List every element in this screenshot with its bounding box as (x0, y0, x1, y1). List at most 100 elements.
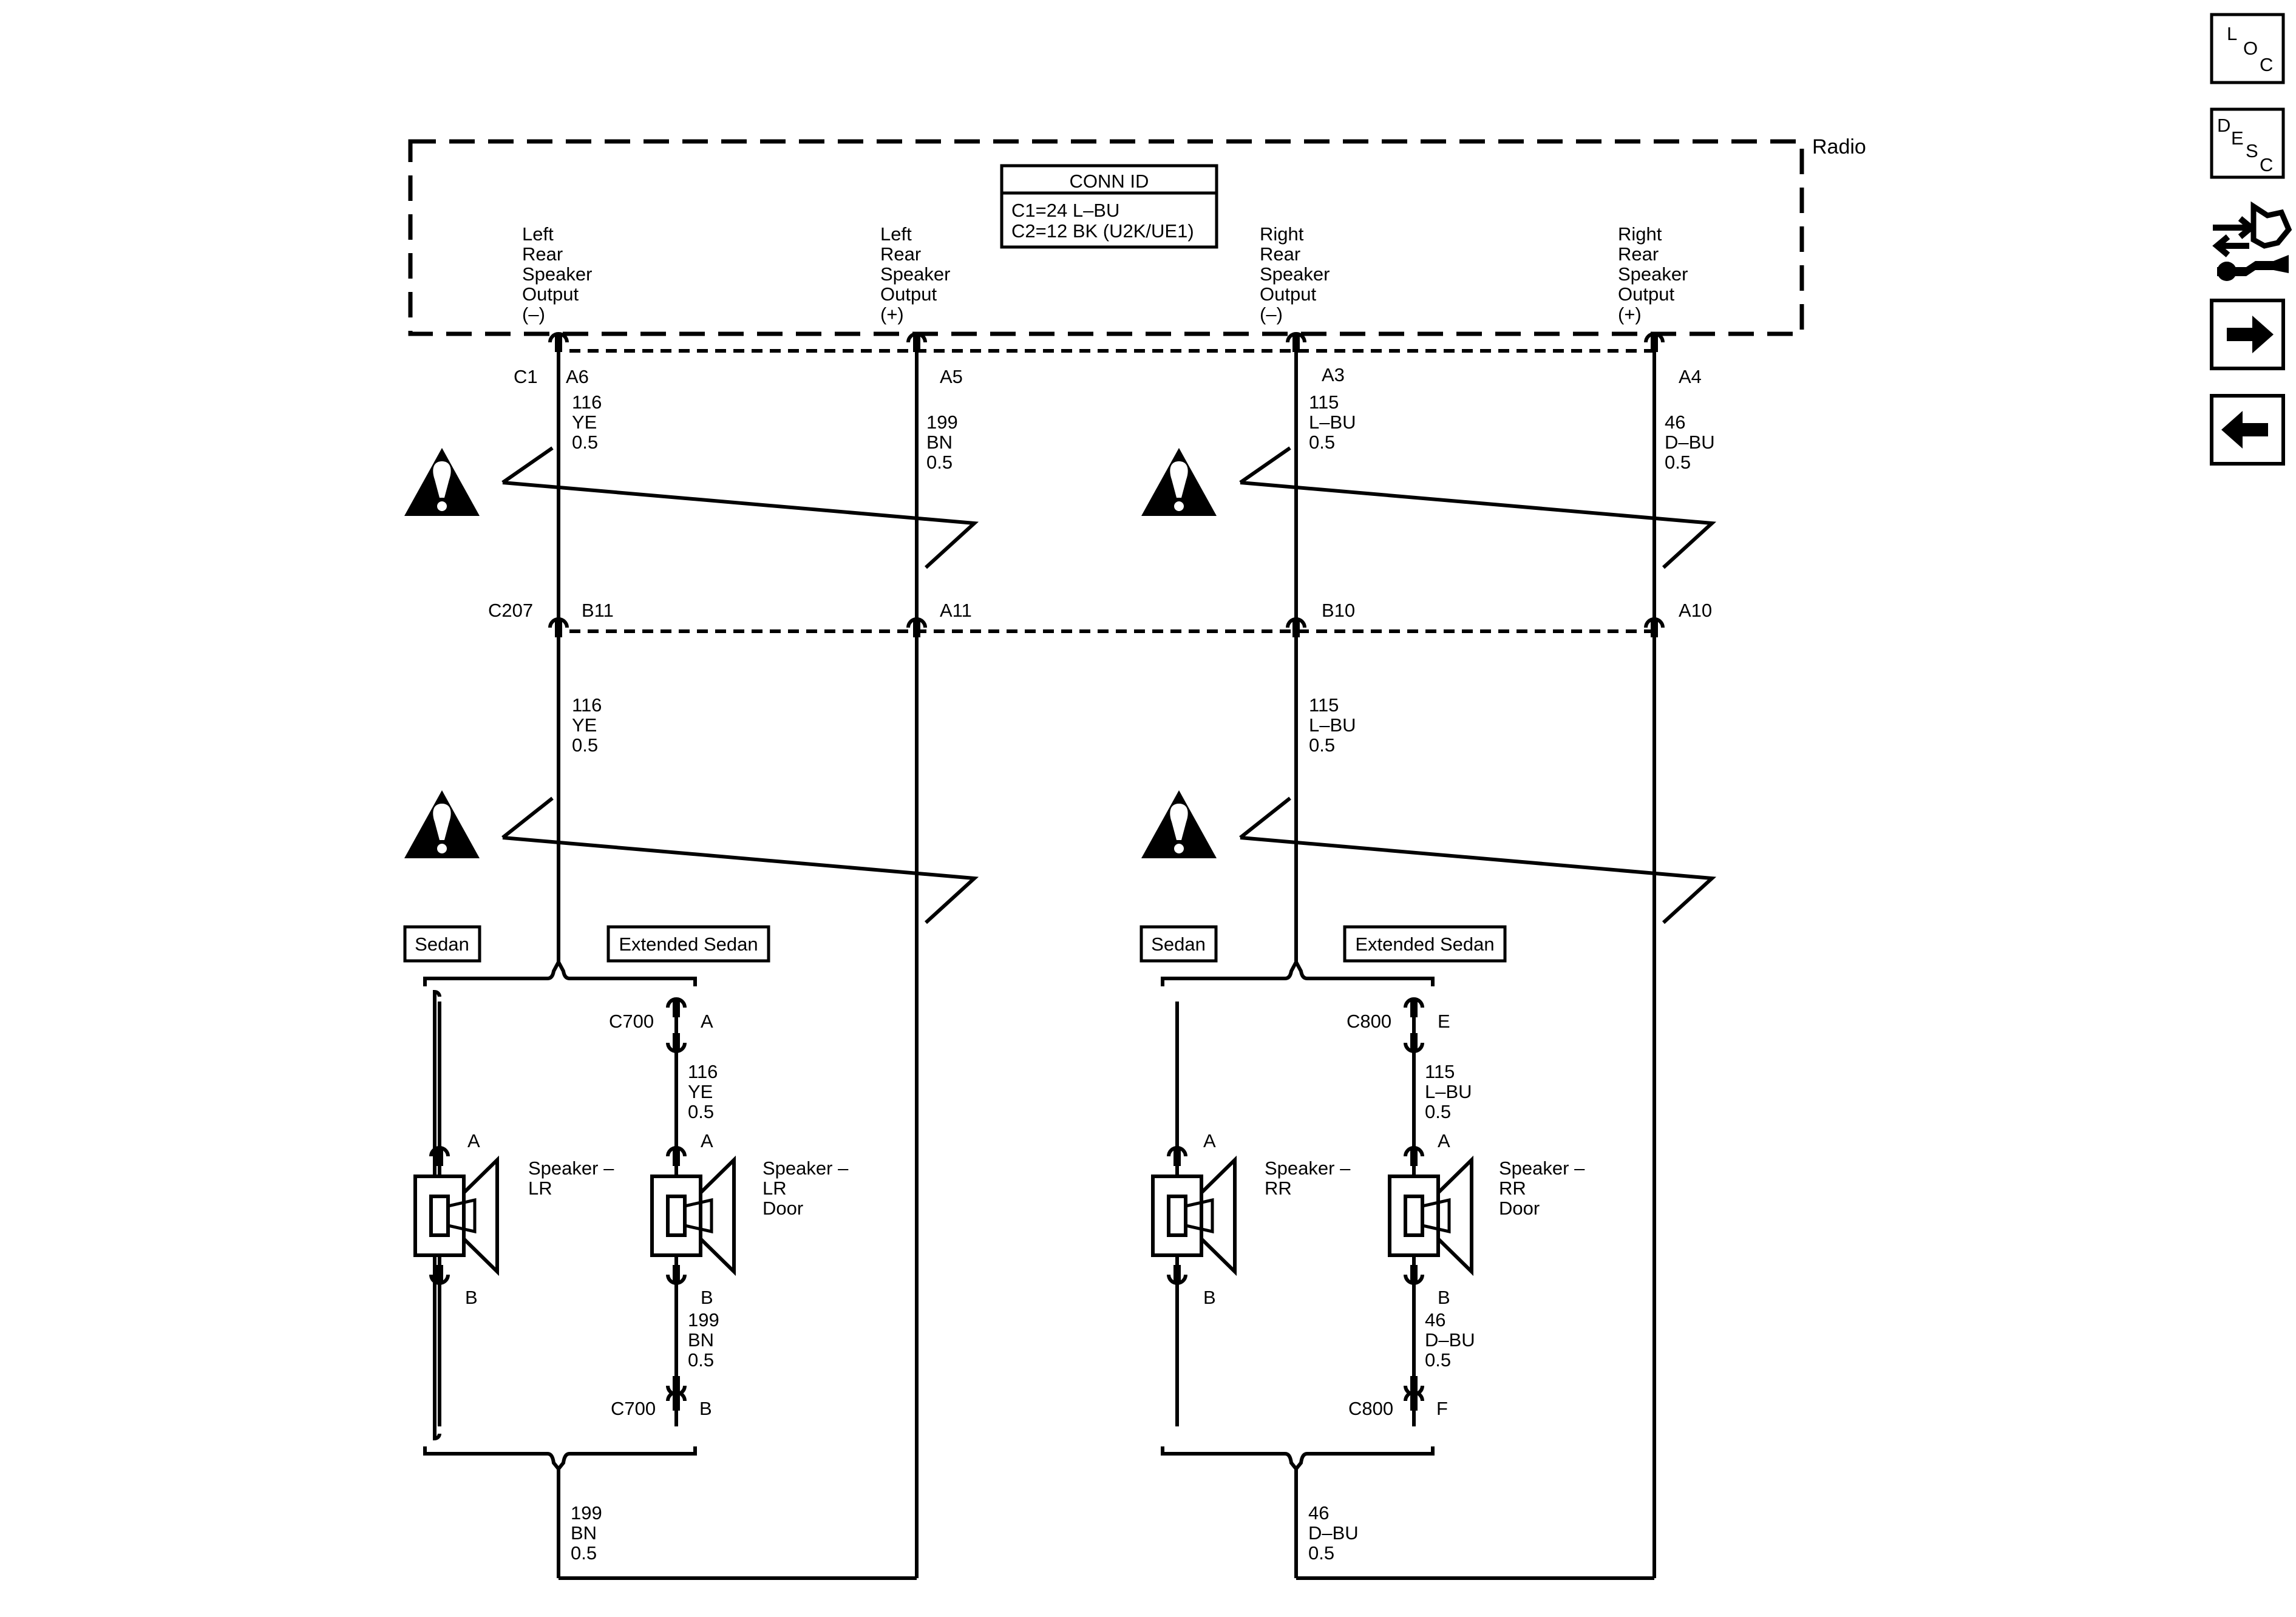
connector-c1: C1 A6 A5 A3 A4 (514, 334, 1702, 387)
svg-text:YE: YE (572, 412, 597, 433)
svg-text:Output: Output (1260, 283, 1316, 305)
pin-a6: A6 (566, 366, 589, 387)
wire-label-115-b: 115 L–BU 0.5 (1309, 694, 1356, 756)
svg-text:46: 46 (1308, 1502, 1329, 1524)
arrow-left-icon (2221, 411, 2268, 449)
wire-label-115-a: 115 L–BU 0.5 (1309, 392, 1356, 453)
svg-text:(+): (+) (880, 303, 904, 325)
speaker-rr-label: Speaker – (1265, 1158, 1351, 1179)
svg-text:BN: BN (571, 1522, 597, 1544)
harness-wrench-button[interactable] (2212, 201, 2292, 281)
svg-text:Speaker: Speaker (1618, 263, 1688, 285)
svg-text:L–BU: L–BU (1425, 1081, 1472, 1102)
svg-text:Door: Door (763, 1198, 803, 1219)
pin-c700-b: B (699, 1398, 712, 1419)
svg-text:A: A (1203, 1130, 1216, 1151)
speaker-rr-door-label: Speaker – (1499, 1158, 1585, 1179)
connector-c700-label: C700 (609, 1011, 654, 1032)
svg-text:B: B (465, 1287, 478, 1308)
svg-text:Rear: Rear (522, 243, 563, 265)
conn-id-c1: C1=24 L–BU (1011, 200, 1119, 221)
option-extended-sedan-left: Extended Sedan (606, 925, 770, 963)
svg-text:115: 115 (1309, 392, 1339, 413)
output-label-left-rear-neg: Left Rear Speaker Output (–) (522, 223, 592, 325)
module-name: Radio (1812, 135, 1866, 158)
pin-a10: A10 (1679, 600, 1712, 621)
svg-text:Output: Output (880, 283, 937, 305)
svg-text:Rear: Rear (880, 243, 921, 265)
harness-wrench-icon (2212, 201, 2292, 281)
svg-text:0.5: 0.5 (572, 432, 598, 453)
option-sedan-left: Sedan (403, 925, 481, 963)
conn-id-c2: C2=12 BK (U2K/UE1) (1011, 220, 1194, 242)
pin-c800-e: E (1438, 1011, 1450, 1032)
speaker-lr-door: C700 A 116 YE 0.5 A B Speaker – LR Door … (609, 999, 849, 1426)
svg-text:(+): (+) (1618, 303, 1642, 325)
loc-button[interactable]: L O C (2210, 13, 2285, 84)
speaker-lr-door-label: Speaker – (763, 1158, 849, 1179)
conn-id-box: CONN ID C1=24 L–BU C2=12 BK (U2K/UE1) (1000, 164, 1218, 249)
svg-text:Door: Door (1499, 1198, 1540, 1219)
svg-text:0.5: 0.5 (1309, 432, 1335, 453)
wire-label-46-bottom: 46 D–BU 0.5 (1308, 1502, 1359, 1564)
speaker-lr: A B Speaker – LR (415, 1002, 614, 1426)
splice-right (1161, 958, 1435, 1472)
svg-text:Rear: Rear (1618, 243, 1659, 265)
svg-text:0.5: 0.5 (1665, 452, 1691, 473)
pin-c800-f: F (1436, 1398, 1448, 1419)
svg-text:C: C (2260, 54, 2273, 75)
svg-text:S: S (2246, 140, 2258, 161)
svg-text:D–BU: D–BU (1665, 432, 1715, 453)
svg-text:0.5: 0.5 (688, 1101, 714, 1122)
svg-text:Output: Output (1618, 283, 1674, 305)
svg-text:C700: C700 (611, 1398, 656, 1419)
pin-a11: A11 (940, 600, 972, 621)
svg-text:Speaker: Speaker (880, 263, 950, 285)
svg-text:BN: BN (688, 1329, 714, 1351)
svg-text:A: A (1438, 1130, 1450, 1151)
speaker-rr: A B Speaker – RR (1153, 1002, 1351, 1426)
connector-c800-label: C800 (1347, 1011, 1391, 1032)
svg-text:116: 116 (688, 1061, 718, 1082)
pin-c700-a: A (701, 1011, 713, 1032)
option-extended-sedan-right: Extended Sedan (1343, 925, 1507, 963)
pin-b11: B11 (582, 600, 614, 621)
previous-page-button[interactable] (2210, 394, 2285, 466)
next-page-button[interactable] (2210, 299, 2285, 370)
twisted-pair-left-upper (501, 446, 979, 569)
speaker-lr-label: Speaker – (528, 1158, 614, 1179)
svg-text:0.5: 0.5 (571, 1542, 597, 1564)
svg-text:B: B (1203, 1287, 1216, 1308)
connector-c207: C207 B11 A11 B10 A10 (488, 600, 1712, 637)
connector-c207-label: C207 (488, 600, 533, 621)
svg-text:Left: Left (522, 223, 554, 245)
svg-text:Speaker: Speaker (1260, 263, 1330, 285)
svg-text:Left: Left (880, 223, 912, 245)
desc-button[interactable]: D E S C (2210, 107, 2285, 179)
output-label-right-rear-neg: Right Rear Speaker Output (–) (1260, 223, 1330, 325)
svg-text:Right: Right (1618, 223, 1662, 245)
svg-text:Right: Right (1260, 223, 1304, 245)
output-label-left-rear-pos: Left Rear Speaker Output (+) (880, 223, 950, 325)
svg-text:D–BU: D–BU (1308, 1522, 1359, 1544)
twisted-pair-left-lower (501, 796, 979, 924)
speaker-rr-door: C800 E 115 L–BU 0.5 A B Speaker – RR Doo… (1347, 999, 1585, 1426)
svg-text:Speaker: Speaker (522, 263, 592, 285)
svg-text:199: 199 (926, 412, 958, 433)
svg-text:C800: C800 (1348, 1398, 1393, 1419)
svg-text:A: A (701, 1130, 713, 1151)
radio-module: Radio CONN ID C1=24 L–BU C2=12 BK (U2K/U… (408, 135, 1866, 336)
svg-text:L–BU: L–BU (1309, 714, 1356, 736)
svg-text:B: B (1438, 1287, 1450, 1308)
svg-text:RR: RR (1499, 1178, 1526, 1199)
twisted-pair-right-upper (1239, 446, 1717, 569)
svg-text:116: 116 (572, 694, 602, 716)
svg-text:O: O (2243, 38, 2258, 59)
wire-label-116-b: 116 YE 0.5 (572, 694, 602, 756)
svg-text:LR: LR (763, 1178, 787, 1199)
connector-c1-label: C1 (514, 366, 538, 387)
svg-text:Output: Output (522, 283, 579, 305)
svg-text:Sedan: Sedan (1151, 934, 1206, 955)
arrow-right-icon (2227, 316, 2274, 353)
